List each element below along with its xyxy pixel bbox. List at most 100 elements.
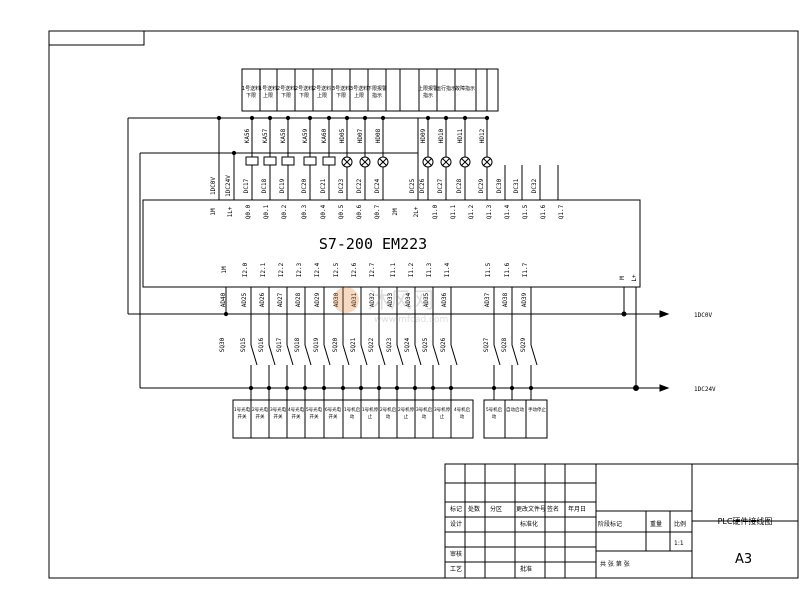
tb-process: 工艺 [450,565,462,573]
switch-label: SQ25 [422,337,429,352]
output-junction [285,115,291,121]
output-wire-label: DC28 [456,178,463,193]
output-terminal-label: 1L+ [227,206,234,217]
relay-coil-icon [281,156,295,166]
power-terminal-label: M [619,276,626,280]
tb-scale: 1:1 [674,540,684,547]
top-label-8: 上限报警指示 [418,85,438,99]
top-label-7: 下限报警指示 [367,85,387,99]
relay-label: KA58 [280,128,287,143]
dc0v-arrow-icon [659,310,670,318]
plc-module: S7-200 EM223 [142,199,641,288]
dc0v-label: 1DC0V [694,312,712,319]
bottom-label-8: 2号机启动 [380,406,396,420]
output-junction [425,115,431,121]
input-terminal-label: I2.2 [278,262,285,277]
tb-design: 设计 [450,520,462,528]
switch-icon [342,344,350,366]
switch-icon [250,344,258,366]
bottom-label-frame [232,399,474,439]
bottom-label-14: 自动启动 [506,406,524,413]
relay-label: KA60 [321,128,328,143]
bottom-label-13: 5号机启动 [486,406,502,420]
output-junction [307,115,313,121]
top-label-2: 2号送料下限 [277,85,295,99]
lamp-label: HD11 [457,128,464,143]
tb-approve: 批准 [520,565,532,573]
tb-stage: 阶段标记 [598,520,622,528]
switch-label-extra: SQ30 [219,337,226,352]
lamp-icon-x [483,158,491,166]
bottom-label-frame-right [483,399,548,439]
bus-junction [633,385,639,391]
lamp-label: HD08 [375,128,382,143]
relay-label: KA56 [244,128,251,143]
input-terminal-label: I2.6 [351,262,358,277]
input-wire-label: AD37 [484,292,491,307]
bottom-label-10: 3号机启动 [416,406,432,420]
bottom-label-2: 3号光电开关 [270,406,287,420]
switch-label: SQ24 [404,337,411,352]
output-wire-label: DC30 [496,178,503,193]
lamp-icon-x [343,158,351,166]
relay-coil-icon [303,156,317,166]
output-terminal-label: Q1.0 [432,204,439,219]
switch-label: SQ19 [313,337,320,352]
input-terminal-label: I1.3 [426,262,433,277]
output-terminal-label: Q1.4 [504,204,511,219]
relay-label: KA57 [262,128,269,143]
input-wire-label: AD38 [502,292,509,307]
top-label-5: 3号送料下限 [332,85,350,99]
bus-junction [223,311,229,317]
output-junction [362,115,368,121]
input-wire-label: AD31 [351,292,358,307]
tb-drawing-title: PLC硬件接线图 [718,516,773,526]
switch-icon [286,344,294,366]
lamp-label: HD09 [420,128,427,143]
switch-label: SQ21 [350,337,357,352]
input-wire-label: AD25 [241,292,248,307]
input-wire-label-extra: AD40 [220,292,227,307]
bottom-label-3: 4号光电开关 [288,406,305,420]
top-label-9: 运行指示 [436,85,456,92]
switch-icon [414,344,422,366]
lamp-icon-x [461,158,469,166]
bottom-label-5: 6号光电开关 [325,406,342,420]
watermark-url: www.mfcad.com [374,315,448,325]
relay-label: KA59 [302,128,309,143]
output-wire-label: DC31 [513,178,520,193]
title-block-text: 标记 处数 分区 更改文件号 签名 年月日 设计 标准化 审核 工艺 批准 阶段… [450,505,772,573]
relay-coil-icon [322,156,336,166]
input-wire-label: AD29 [314,292,321,307]
top-label-0: 1号送料下限 [242,85,260,99]
switch-icon [450,344,458,366]
output-terminal-label: 1M [210,208,217,216]
top-label-10: 故障指示 [455,85,475,92]
input-wire-label: AD27 [277,292,284,307]
input-terminal-label: I2.7 [369,262,376,277]
plc-module-box [142,199,641,288]
output-wire-label: 1DC0V [210,177,217,195]
tb-mark: 标记 [450,505,462,513]
dc24v-arrow-icon [659,384,670,392]
output-terminal-label: Q0.4 [320,204,327,219]
input-terminal-label: I2.0 [242,262,249,277]
input-terminal-label: I1.7 [522,262,529,277]
tb-zone: 分区 [490,505,502,513]
output-wire-label: DC17 [243,178,250,193]
drawing-code-box [48,30,145,46]
lamp-icon-x [379,158,387,166]
lamp-icon-x [424,158,432,166]
switch-label: SQ22 [368,337,375,352]
drawing-border [48,30,799,579]
output-wire-label: 1DC24V [225,175,232,197]
tb-count: 处数 [468,505,480,513]
input-terminal-label: I2.3 [296,262,303,277]
output-wire-label: DC22 [356,178,363,193]
input-wire-label: AD34 [405,292,412,307]
tb-sheet-size: A3 [735,552,752,567]
input-wire-label: AD39 [521,292,528,307]
bottom-label-4: 5号光电开关 [306,406,323,420]
output-terminal-label: Q0.5 [338,204,345,219]
